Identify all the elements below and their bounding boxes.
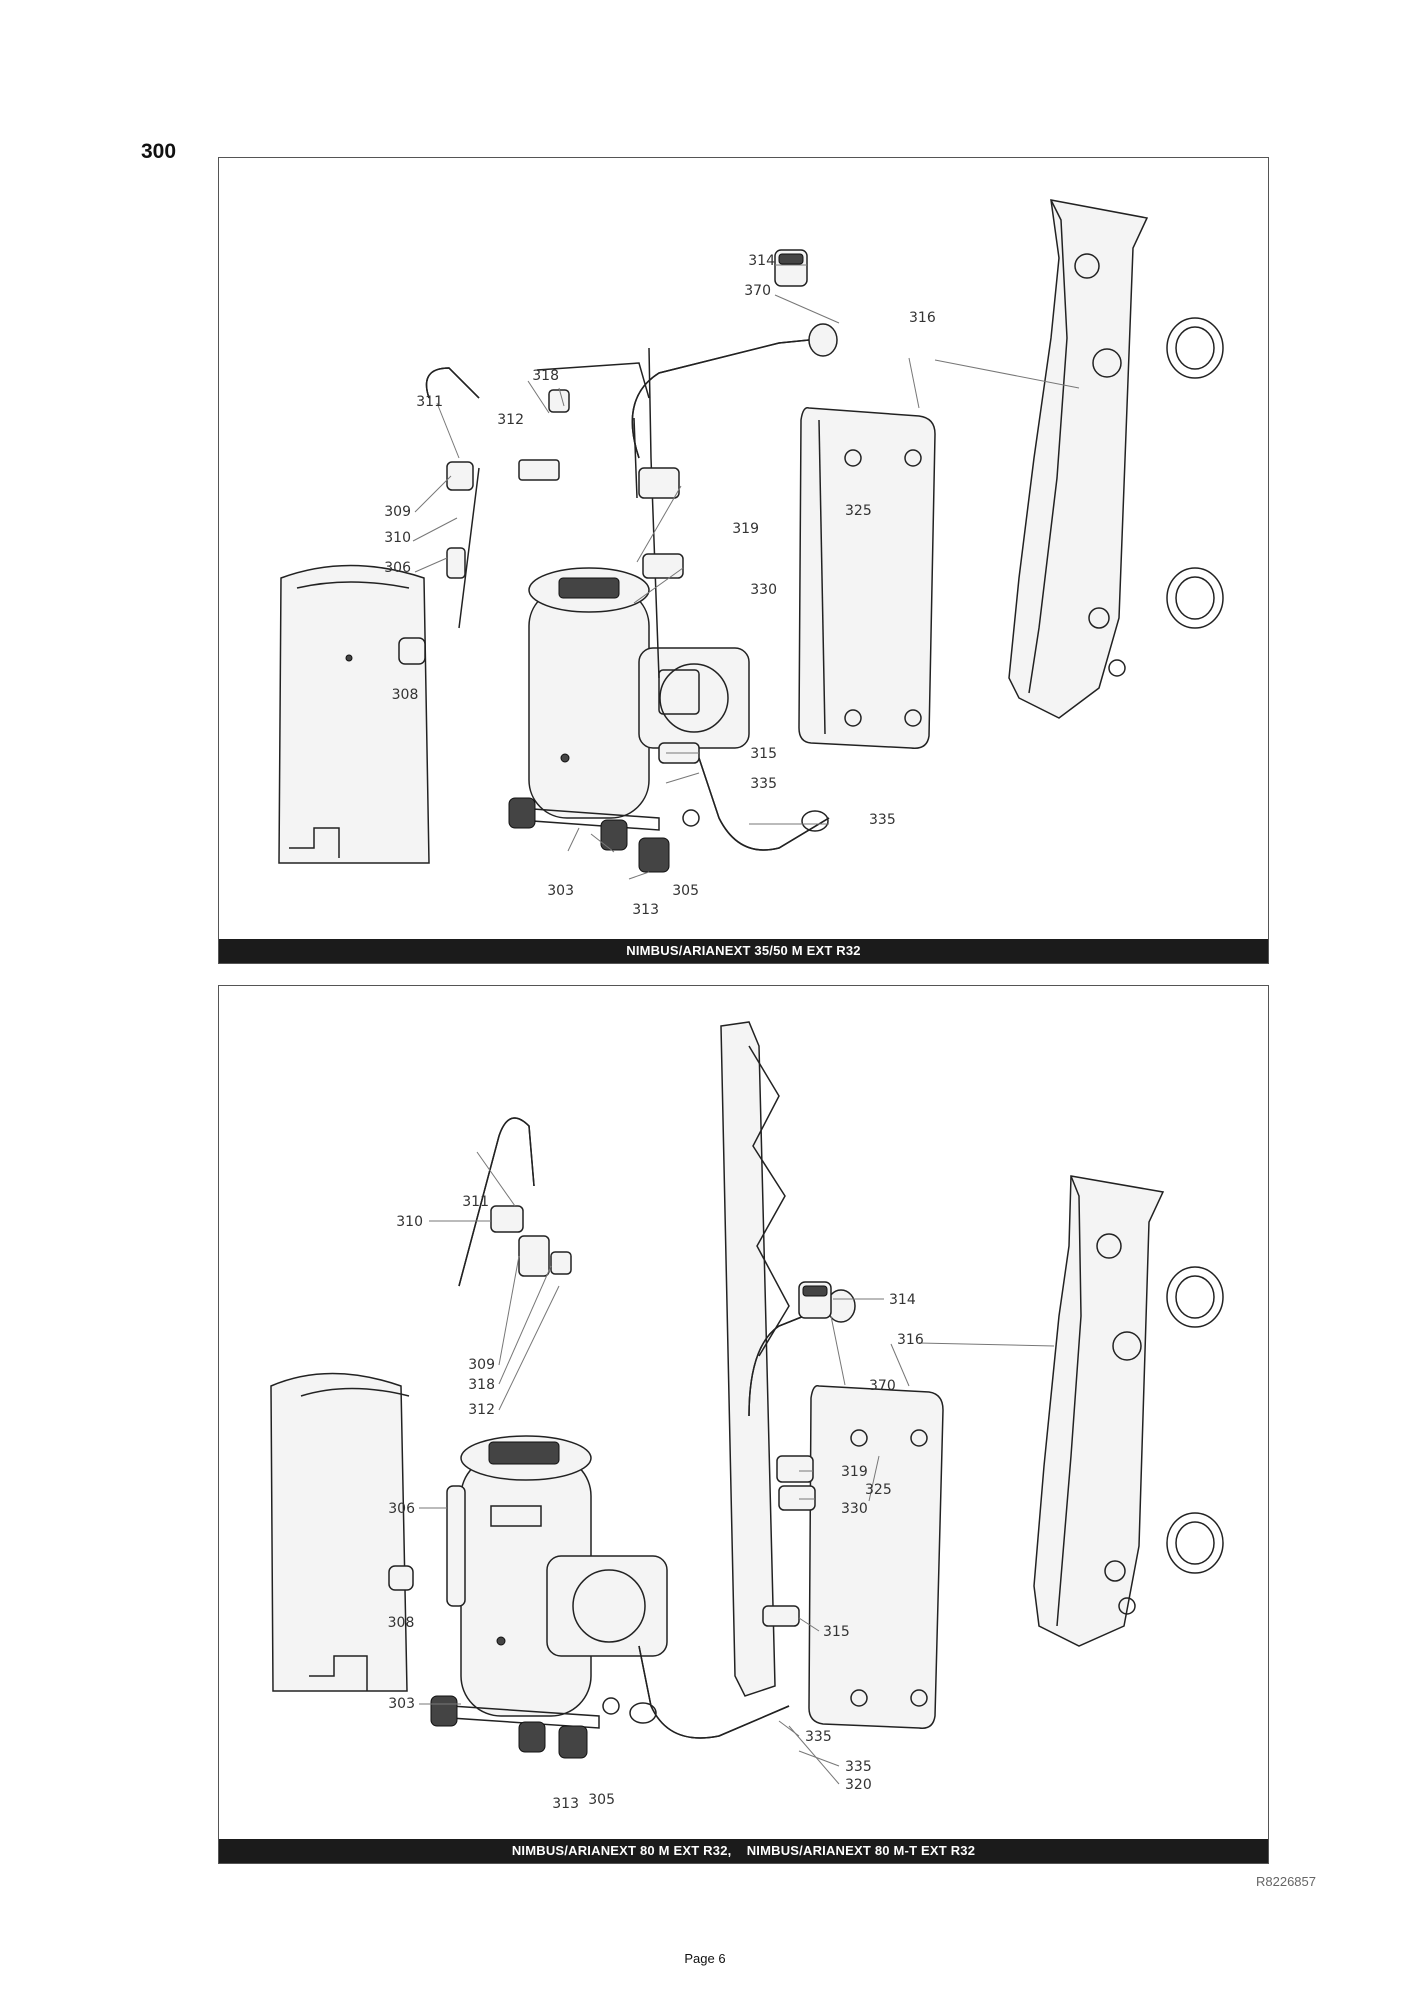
callout-303: 303 bbox=[388, 1696, 415, 1712]
compressor-foot-left bbox=[430, 1695, 458, 1727]
callout-310: 310 bbox=[384, 530, 411, 546]
callout-314: 314 bbox=[889, 1292, 916, 1308]
fitting-330 bbox=[778, 1485, 816, 1511]
sensor-306 bbox=[446, 547, 466, 579]
pipe-lower bbox=[698, 757, 830, 851]
sensor-318 bbox=[550, 1251, 572, 1275]
valve-313 bbox=[558, 1725, 588, 1759]
callout-314: 314 bbox=[748, 253, 775, 269]
sensor-306 bbox=[446, 1485, 466, 1607]
compressor-foot-right bbox=[600, 819, 628, 851]
callout-308: 308 bbox=[388, 1615, 415, 1631]
callout-313: 313 bbox=[632, 902, 659, 918]
exploded-drawing-bottom: 311 310 314 316 309 318 370 312 319 325 … bbox=[270, 1021, 1224, 1812]
valve-309 bbox=[446, 461, 474, 491]
circulation-pump bbox=[638, 647, 750, 749]
callout-319: 319 bbox=[841, 1464, 868, 1480]
support-frame bbox=[720, 1021, 776, 1697]
callout-335-b: 335 bbox=[845, 1759, 872, 1775]
callout-313: 313 bbox=[552, 1796, 579, 1812]
valve-310 bbox=[490, 1205, 524, 1233]
callout-316: 316 bbox=[897, 1332, 924, 1348]
valve-309 bbox=[518, 1235, 550, 1277]
reference-code: R8226857 bbox=[1256, 1874, 1316, 1889]
section-number: 300 bbox=[141, 140, 177, 163]
bottom-panel-caption: NIMBUS/ARIANEXT 80 M EXT R32, NIMBUS/ARI… bbox=[219, 1839, 1268, 1863]
grommet-upper bbox=[1166, 1266, 1224, 1328]
callout-308: 308 bbox=[392, 687, 419, 703]
callout-309: 309 bbox=[384, 504, 411, 520]
callout-312: 312 bbox=[468, 1402, 495, 1418]
callout-325: 325 bbox=[865, 1482, 892, 1498]
callout-335-a: 335 bbox=[750, 776, 777, 792]
compressor-foot-left bbox=[508, 797, 536, 829]
circulation-pump bbox=[546, 1555, 668, 1657]
callout-306: 306 bbox=[388, 1501, 415, 1517]
callout-320: 320 bbox=[845, 1777, 872, 1793]
callout-330: 330 bbox=[750, 582, 777, 598]
plate-heat-exchanger bbox=[798, 407, 936, 749]
callout-315: 315 bbox=[750, 746, 777, 762]
fitting-315 bbox=[762, 1605, 800, 1627]
exploded-drawing-top: 314 370 316 318 311 312 309 310 306 319 … bbox=[278, 199, 1224, 918]
callout-330: 330 bbox=[841, 1501, 868, 1517]
callout-370: 370 bbox=[744, 283, 771, 299]
compressor bbox=[528, 587, 650, 819]
callout-312: 312 bbox=[497, 412, 524, 428]
callout-309: 309 bbox=[468, 1357, 495, 1373]
callout-319: 319 bbox=[732, 521, 759, 537]
callout-315: 315 bbox=[823, 1624, 850, 1640]
compressor-casing bbox=[278, 564, 430, 864]
seal-335 bbox=[801, 810, 829, 832]
sensor-318 bbox=[548, 389, 570, 413]
grommet-upper bbox=[1166, 317, 1224, 379]
callout-311: 311 bbox=[416, 394, 443, 410]
top-panel-caption: NIMBUS/ARIANEXT 35/50 M EXT R32 bbox=[219, 939, 1268, 963]
callout-370: 370 bbox=[869, 1378, 896, 1394]
callout-325: 325 bbox=[845, 503, 872, 519]
callout-335-a: 335 bbox=[805, 1729, 832, 1745]
callout-335-b: 335 bbox=[869, 812, 896, 828]
plate-heat-exchanger bbox=[808, 1385, 944, 1729]
callout-306: 306 bbox=[384, 560, 411, 576]
sensor-308 bbox=[398, 637, 426, 665]
compressor-casing bbox=[270, 1372, 408, 1692]
page-number: Page 6 bbox=[684, 1951, 726, 1966]
compressor-foot-right bbox=[518, 1721, 546, 1753]
callout-310: 310 bbox=[396, 1214, 423, 1230]
callout-305: 305 bbox=[588, 1792, 615, 1808]
seal-335 bbox=[629, 1702, 657, 1724]
sensor-308 bbox=[388, 1565, 414, 1591]
fitting-330 bbox=[642, 553, 684, 579]
grommet-lower bbox=[1166, 1512, 1224, 1574]
exploded-diagram-35-50: 314 370 316 318 311 312 309 310 306 319 … bbox=[218, 157, 1269, 964]
mounting-bracket bbox=[1008, 199, 1149, 719]
mounting-bracket bbox=[1033, 1175, 1165, 1647]
fitting-319 bbox=[776, 1455, 814, 1483]
callout-316: 316 bbox=[909, 310, 936, 326]
valve-313 bbox=[638, 837, 670, 873]
callout-311: 311 bbox=[462, 1194, 489, 1210]
callout-305: 305 bbox=[672, 883, 699, 899]
fitting-319 bbox=[638, 467, 680, 499]
grommet-lower bbox=[1166, 567, 1224, 629]
exploded-diagram-80: 311 310 314 316 309 318 370 312 319 325 … bbox=[218, 985, 1269, 1864]
callout-318: 318 bbox=[468, 1377, 495, 1393]
callout-303: 303 bbox=[547, 883, 574, 899]
callout-318: 318 bbox=[532, 368, 559, 384]
